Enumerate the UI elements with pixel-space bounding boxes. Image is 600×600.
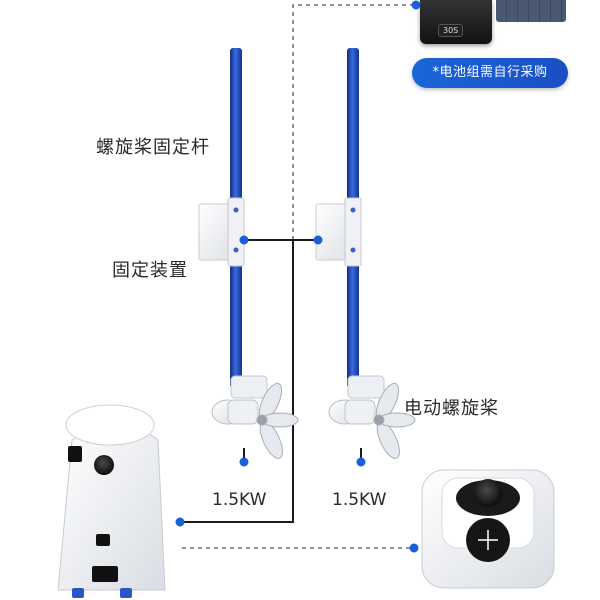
connector-dots xyxy=(175,0,421,553)
right-power-label: 1.5KW xyxy=(332,490,387,510)
joystick-controller xyxy=(421,469,555,589)
propeller-callout-lines xyxy=(243,448,362,462)
display-panel xyxy=(92,566,118,582)
solar-panel-image xyxy=(496,0,566,22)
right-propeller-icon xyxy=(373,382,416,459)
battery-pack-image: 30S xyxy=(420,0,492,44)
left-propeller-assembly xyxy=(198,48,299,459)
dashed-connector-lines xyxy=(182,4,416,549)
battery-display: 30S xyxy=(438,24,464,37)
mount-label: 固定装置 xyxy=(112,260,188,281)
electric-prop-label: 电动螺旋桨 xyxy=(404,398,499,419)
control-unit xyxy=(57,404,166,598)
right-propeller-assembly xyxy=(315,48,416,459)
control-knob-icon xyxy=(94,455,114,475)
left-power-label: 1.5KW xyxy=(212,490,267,510)
battery-note-badge: *电池组需自行采购 xyxy=(412,58,568,88)
power-switch-icon xyxy=(96,534,110,546)
prop-rod-label: 螺旋桨固定杆 xyxy=(96,137,210,158)
left-propeller-icon xyxy=(256,382,299,459)
joystick-icon xyxy=(474,479,502,507)
wiring-lines xyxy=(180,239,318,523)
